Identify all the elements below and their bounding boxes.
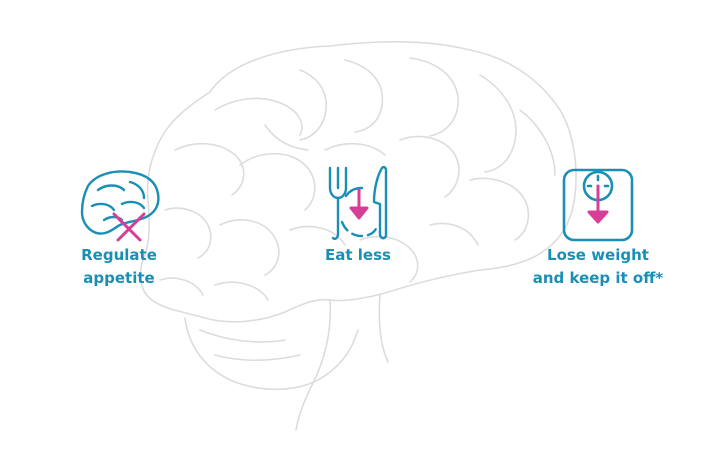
fork-knife-down-arrow-icon xyxy=(328,165,388,240)
step-lose-weight: Lose weight and keep it off* xyxy=(522,166,674,290)
step-eat-less: Eat less xyxy=(300,162,416,267)
step-label-line1: Regulate xyxy=(81,246,157,264)
scale-down-arrow-icon xyxy=(562,168,634,242)
step-regulate-appetite: Regulate appetite xyxy=(60,166,178,290)
brain-fork-knife-icon xyxy=(80,170,160,242)
step-label-line1: Eat less xyxy=(325,246,391,264)
step-label-line2: and keep it off* xyxy=(532,269,664,287)
step-label-line1: Lose weight xyxy=(547,246,649,264)
step-label-line2: appetite xyxy=(83,269,155,287)
